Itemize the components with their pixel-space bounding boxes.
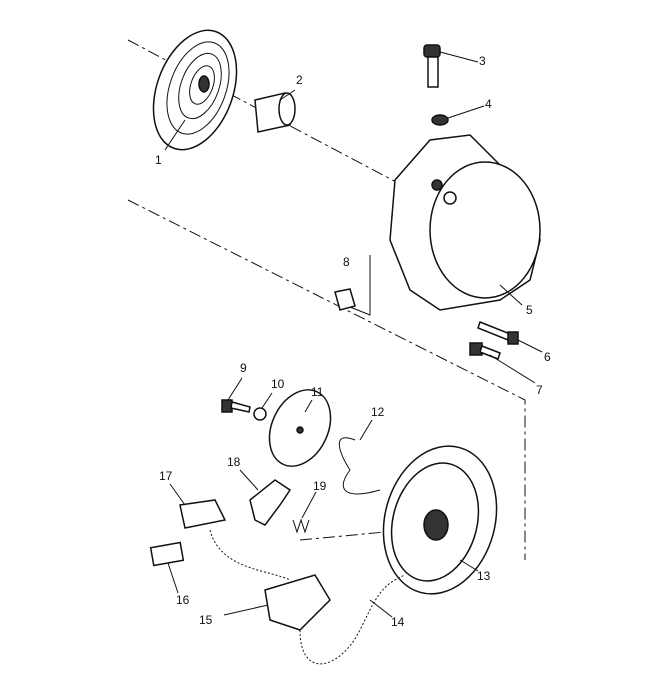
callout-1: 1 [155,153,162,167]
bolt-6 [477,321,519,345]
pawl [249,479,292,526]
callout-18: 18 [227,455,241,469]
callout-2: 2 [296,73,303,87]
lower-axis-line [127,199,526,560]
callout-11: 11 [311,385,324,399]
callout-9: 9 [240,361,247,375]
washer-top [431,114,449,126]
spring-clip [338,437,381,495]
callout-12: 12 [371,405,385,419]
callout-5: 5 [526,303,533,317]
callout-15: 15 [199,613,213,627]
callout-19: 19 [313,479,327,493]
bolt-7 [469,342,501,360]
rope-upper [209,529,291,581]
bolt-top [423,44,441,88]
starter-rope [299,574,406,665]
bolt-9 [221,399,251,413]
bushing-large [254,92,296,133]
washer-10 [253,407,267,421]
rope-reel [382,445,498,595]
bushing-small [334,288,356,311]
recoil-spring [152,29,238,151]
bushing-leader [344,255,371,316]
starter-handle [264,574,331,631]
starter-housing [389,134,541,311]
callout-13: 13 [477,569,491,583]
friction-plate [268,389,332,467]
callout-7: 7 [536,383,543,397]
callout-17: 17 [159,469,173,483]
callout-14: 14 [391,615,405,629]
handle-insert [179,499,227,529]
callout-8: 8 [343,255,350,269]
callout-10: 10 [271,377,285,391]
callout-16: 16 [176,593,190,607]
pawl-spring [292,518,310,534]
callout-6: 6 [544,350,551,364]
decal [149,541,185,567]
callout-3: 3 [479,54,486,68]
callout-4: 4 [485,97,492,111]
leader-lines [164,51,543,618]
